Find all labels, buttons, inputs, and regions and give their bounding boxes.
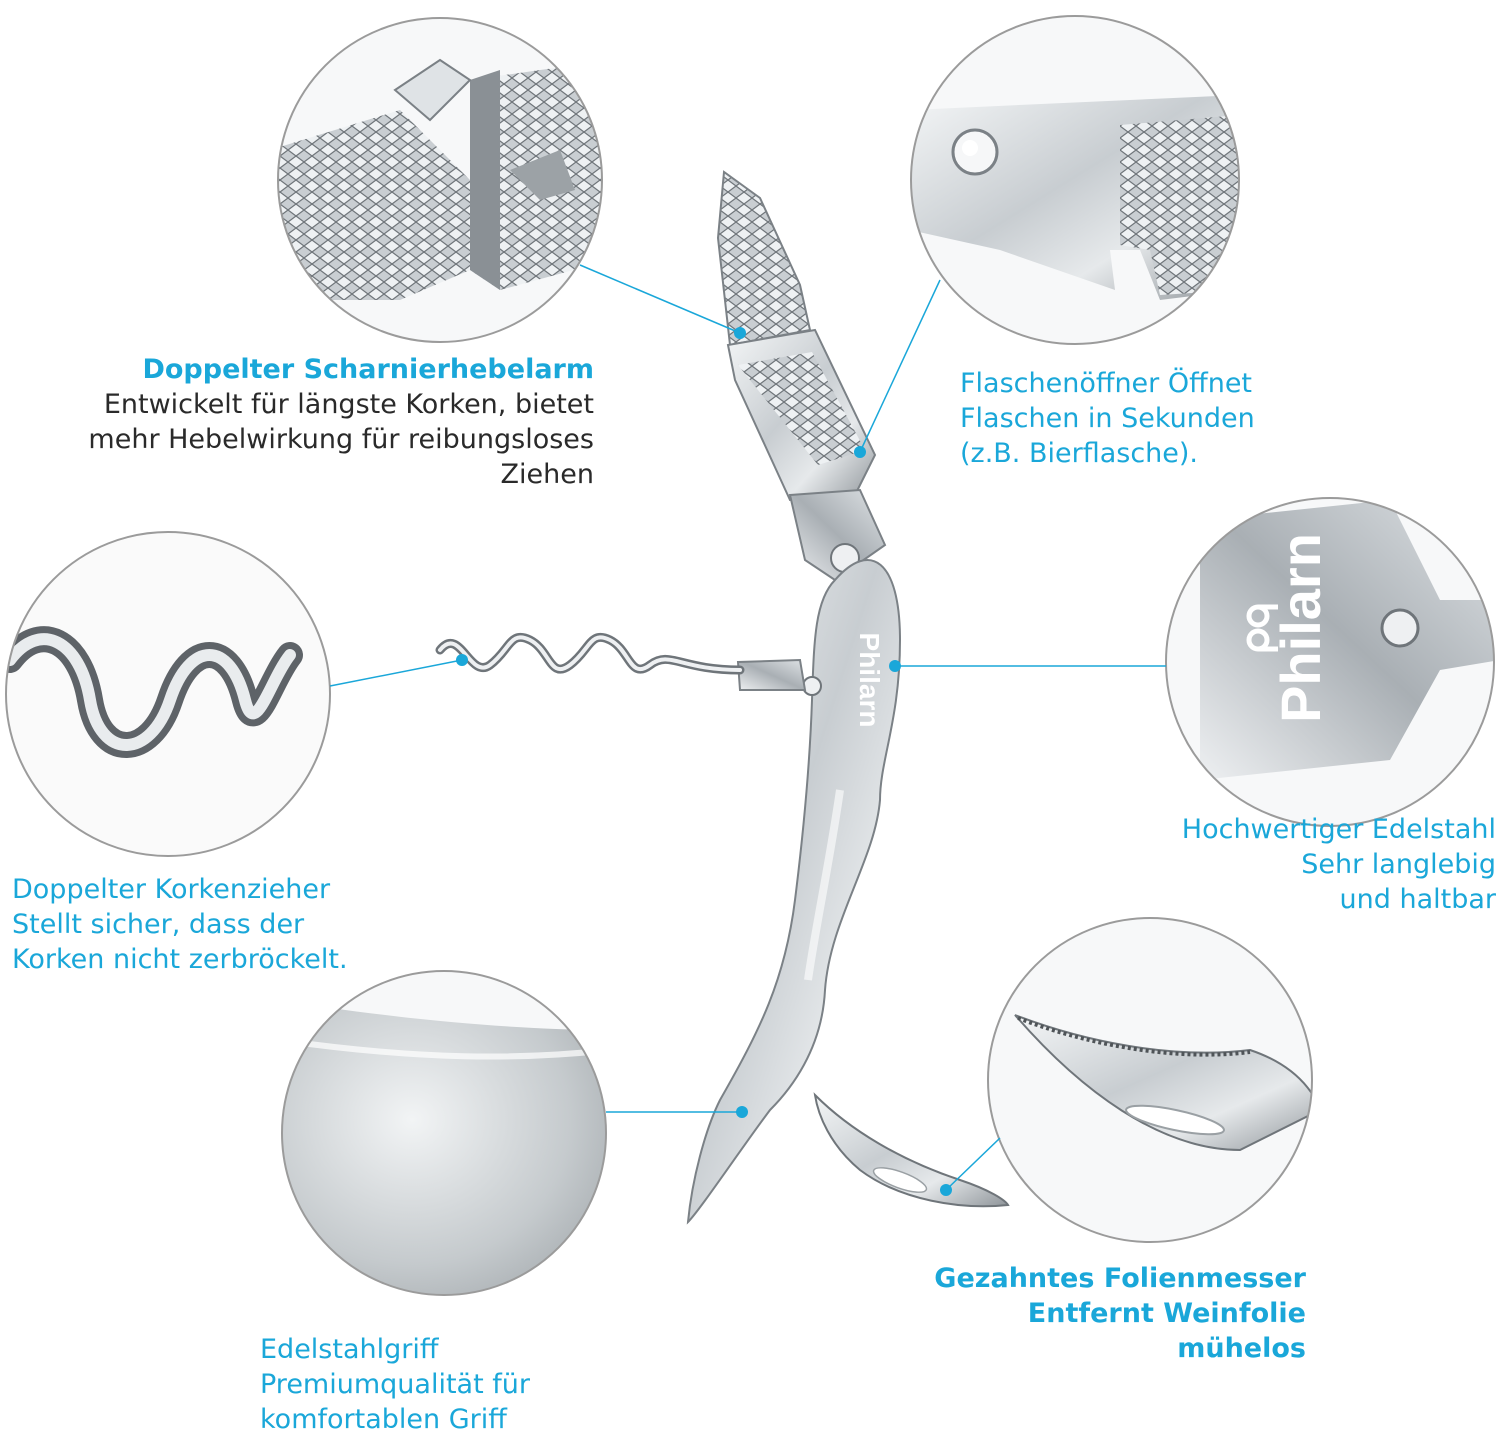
callout-dot-grip (736, 1106, 748, 1118)
callout-knife-line-2: Entfernt Weinfolie (1027, 1298, 1306, 1329)
callout-knife-line-1: Gezahntes Folienmesser (934, 1263, 1306, 1294)
callout-steel-line-1: Hochwertiger Edelstahl (1181, 814, 1496, 845)
connector-lines (329, 264, 1166, 1196)
callout-steel-line-3: und haltbar (1339, 884, 1496, 915)
callout-opener-line-2: Flaschen in Sekunden (960, 403, 1255, 434)
product-brand-text: Philarn (854, 633, 885, 728)
brand-logo-text: Philarn (1269, 533, 1332, 723)
callout-dot-steel (889, 660, 901, 672)
zoom-circle-hinge (277, 17, 603, 343)
callout-opener: Flaschenöffner Öffnet Flaschen in Sekund… (960, 366, 1320, 471)
callout-grip: Edelstahlgriff Premiumqualität für komfo… (260, 1332, 580, 1437)
callout-dot-corkscrew (456, 654, 468, 666)
corkscrew-product: Philarn (435, 170, 1010, 1225)
callout-hinge-line-3: Ziehen (500, 459, 594, 490)
zoom-circle-opener (910, 15, 1240, 345)
callout-hinge-line-2: mehr Hebelwirkung für reibungsloses (88, 424, 594, 455)
callout-knife: Gezahntes Folienmesser Entfernt Weinfoli… (900, 1261, 1306, 1366)
callout-hinge-line-1: Entwickelt für längste Korken, bietet (103, 389, 594, 420)
callout-grip-line-1: Edelstahlgriff (260, 1334, 439, 1365)
callout-dot-opener (854, 446, 866, 458)
callout-opener-line-1: Flaschenöffner Öffnet (960, 368, 1253, 399)
callout-steel-line-2: Sehr langlebig (1301, 849, 1496, 880)
zoom-circle-steel: Philarn (1165, 497, 1495, 827)
callout-knife-line-3: mühelos (1177, 1333, 1306, 1364)
callout-corkscrew-line-3: Korken nicht zerbröckelt. (12, 944, 348, 975)
callout-grip-line-2: Premiumqualität für (260, 1369, 530, 1400)
zoom-circle-grip (281, 970, 607, 1296)
callout-hinge-title: Doppelter Scharnierhebelarm (142, 354, 594, 385)
callout-dot-hinge (734, 327, 746, 339)
zoom-circle-corkscrew (5, 531, 331, 857)
brand-logo-mark-icon (1246, 604, 1278, 652)
callout-corkscrew: Doppelter Korkenzieher Stellt sicher, da… (12, 872, 412, 977)
callout-corkscrew-line-2: Stellt sicher, dass der (12, 909, 305, 940)
callout-dot-knife (940, 1184, 952, 1196)
callout-steel: Hochwertiger Edelstahl Sehr langlebig un… (1110, 812, 1496, 917)
callout-hinge: Doppelter Scharnierhebelarm Entwickelt f… (30, 352, 594, 492)
callout-corkscrew-line-1: Doppelter Korkenzieher (12, 874, 331, 905)
callout-opener-line-3: (z.B. Bierflasche). (960, 438, 1199, 469)
callout-grip-line-3: komfortablen Griff (260, 1404, 507, 1435)
zoom-circle-knife (987, 917, 1313, 1243)
